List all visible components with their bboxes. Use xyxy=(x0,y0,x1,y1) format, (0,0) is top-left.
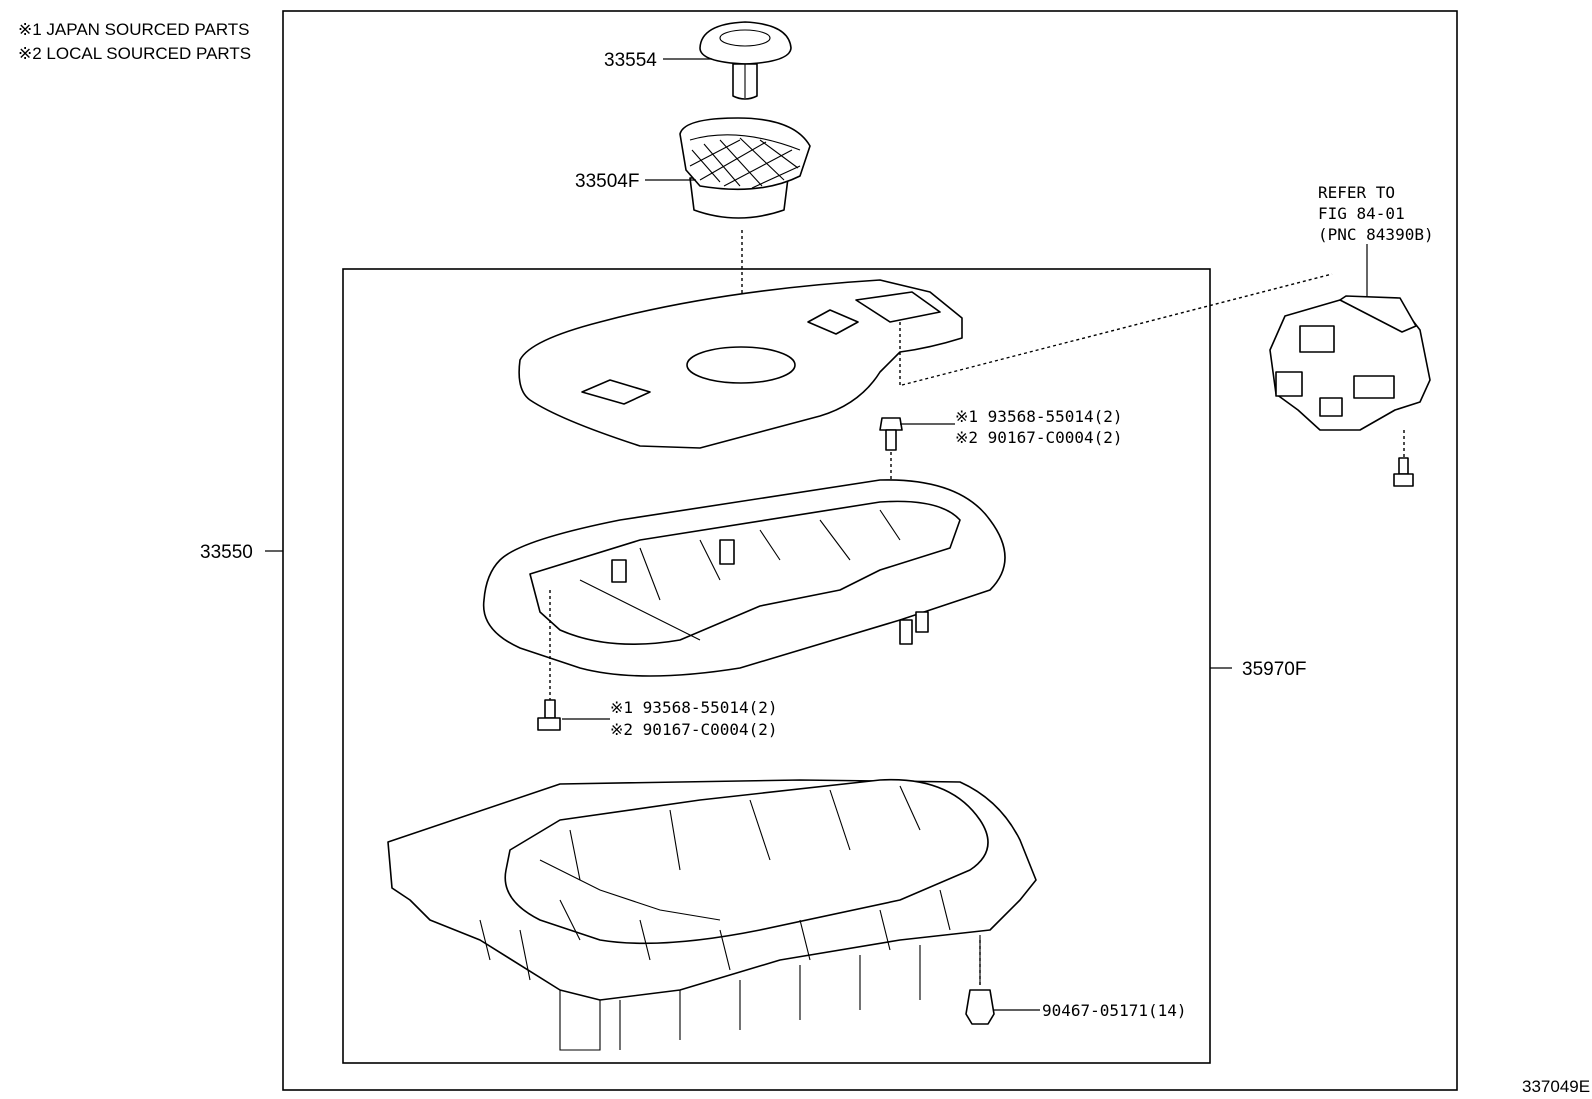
callout-lower-screw-2: ※2 90167-C0004(2) xyxy=(610,720,778,739)
lower-screw-part xyxy=(537,699,561,731)
refer-line-2: FIG 84-01 xyxy=(1318,204,1405,223)
callout-clip: 90467-05171(14) xyxy=(1042,1001,1187,1020)
switch-assembly-part xyxy=(1269,295,1431,431)
callout-33554: 33554 xyxy=(604,50,657,71)
knob-button-part xyxy=(699,21,792,100)
callout-35970F: 35970F xyxy=(1242,659,1306,680)
upper-screw-part xyxy=(879,417,903,451)
note-japan-sourced: ※1 JAPAN SOURCED PARTS xyxy=(18,20,250,39)
cover-plate-part xyxy=(518,279,963,449)
figure-id: 337049E xyxy=(1522,1077,1590,1096)
lower-housing-part xyxy=(387,778,1037,1051)
callout-upper-screw-2: ※2 90167-C0004(2) xyxy=(955,428,1123,447)
bezel-part xyxy=(482,479,1006,677)
clip-part xyxy=(965,989,995,1025)
assembly-line-switch xyxy=(901,273,1333,386)
callout-upper-screw-1: ※1 93568-55014(2) xyxy=(955,407,1123,426)
switch-screw-part xyxy=(1393,457,1414,487)
refer-line-1: REFER TO xyxy=(1318,183,1395,202)
shift-knob-part xyxy=(679,117,811,219)
callout-33550: 33550 xyxy=(200,542,253,563)
refer-line-3: (PNC 84390B) xyxy=(1318,225,1434,244)
callout-33504F: 33504F xyxy=(575,171,639,192)
inner-frame xyxy=(342,268,1211,1064)
callout-lower-screw-1: ※1 93568-55014(2) xyxy=(610,698,778,717)
note-local-sourced: ※2 LOCAL SOURCED PARTS xyxy=(18,44,251,63)
